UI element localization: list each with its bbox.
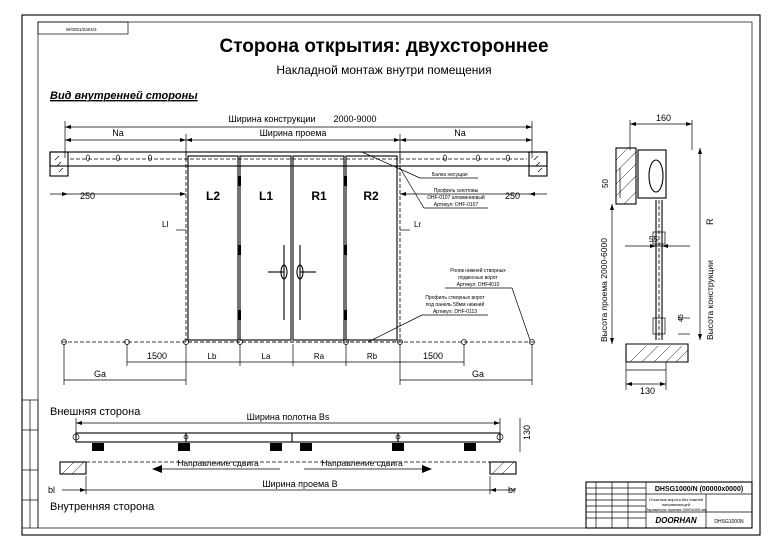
leaf-l2 (187, 155, 239, 341)
stamp-desc-2: направляющей (662, 502, 690, 507)
overall-width-label: Ширина конструкции (229, 114, 316, 124)
floor-right (489, 461, 517, 475)
title-stamp: DHSG1000/N (00000x0000) Откатные ворота … (585, 481, 753, 529)
side-r-label: R (705, 218, 715, 225)
callout-profile-top-3: Артикул: DHF-0107 (434, 202, 479, 208)
door-handles (268, 245, 316, 320)
front-view: Ширина конструкции 2000-9000 Na Ширина п… (49, 114, 548, 385)
dim-1500-right: 1500 (423, 351, 443, 361)
bracket-right (528, 151, 548, 177)
leaf-label-l1: L1 (259, 189, 273, 203)
floor (625, 343, 689, 363)
subtitle: Накладной монтаж внутри помещения (276, 63, 491, 77)
plan-dim-130: 130 (522, 425, 532, 440)
leaf-l1 (239, 155, 292, 341)
dim-lb: Lb (208, 352, 217, 361)
bracket-left (49, 151, 69, 177)
stamp-brand: DOORHAN (655, 516, 697, 525)
callout-roller-1: Ролик нижней створных (450, 267, 506, 274)
callout-roller-3: Артикул: DHF4010 (457, 282, 500, 288)
plan-panels (75, 432, 501, 443)
dim-rb: Rb (367, 352, 378, 361)
plan-opening-width: Ширина проема B (262, 479, 337, 489)
dim-ra: Ra (314, 352, 325, 361)
slide-dir-right: Направление сдвига (321, 458, 403, 468)
callout-beam: Балка несущая (432, 172, 468, 178)
side-beam (637, 149, 667, 199)
side-opening-height: Высота проема 2000-6000 (599, 238, 609, 342)
slide-dir-left: Направление сдвига (177, 458, 259, 468)
lr-label: Lr (414, 220, 421, 229)
stamp-code: DHSG1000/N (00000x0000) (655, 486, 743, 493)
ll-label: Ll (162, 220, 168, 229)
sheet-frame (21, 14, 761, 536)
inner-side-label: Внутренняя сторона (50, 501, 155, 513)
inner-frame (37, 21, 753, 529)
dim-bl: bl (48, 485, 55, 495)
leaf-width-label: Ширина полотна Bs (247, 412, 330, 422)
stamp-doc-no: DHSG1000N (714, 519, 744, 525)
side-construction-height: Высота конструкции (705, 260, 715, 340)
dim-250-right: 250 (505, 191, 520, 201)
dim-ga-left: Ga (94, 369, 106, 379)
na-right: Na (454, 128, 466, 138)
side-dim-130: 130 (640, 386, 655, 396)
leaf-label-l2: L2 (206, 189, 220, 203)
leaf-r2 (345, 155, 398, 341)
na-left: Na (112, 128, 124, 138)
dim-la: La (262, 352, 271, 361)
callout-profile-bot-1: Профиль створных ворот (425, 295, 485, 301)
side-roller (648, 159, 664, 193)
top-wall (615, 147, 637, 205)
floor-left (59, 461, 87, 475)
leaf-label-r2: R2 (363, 189, 379, 203)
outer-side-label: Внешняя сторона (50, 406, 141, 418)
side-dim-160: 160 (656, 113, 671, 123)
side-dim-55: 55 (649, 235, 658, 244)
main-title: Сторона открытия: двухстороннее (219, 36, 548, 57)
dim-250-left: 250 (80, 191, 95, 201)
callout-profile-bot-3: Артикул: DHF-0113 (433, 309, 477, 315)
stamp-desc-3: Параметры проема 0000x000 мм (645, 507, 707, 512)
dim-ga-right: Ga (472, 369, 484, 379)
callout-profile-top-1: Профиль скелтовы (434, 188, 479, 194)
dim-br: br (508, 485, 516, 495)
stamp-desc-1: Откатные ворота без нижней (649, 497, 703, 502)
leaf-r1 (292, 155, 345, 341)
callout-profile-bot-2: под панель 58мм нижний (426, 301, 485, 308)
overall-width-value: 2000-9000 (333, 114, 376, 124)
leaf-label-r1: R1 (311, 189, 327, 203)
side-dim-50: 50 (601, 179, 610, 188)
callout-profile-top-2: DHF-0107 алюминиевый (427, 194, 485, 201)
side-view: 160 50 55 Высота проема 2000-6000 (599, 113, 715, 396)
dim-1500-left: 1500 (147, 351, 167, 361)
code-box (37, 21, 129, 35)
callout-roller-2: подвесных ворот (458, 275, 498, 281)
opening-width-label: Ширина проема (260, 128, 327, 138)
code-small: W/0001/0304/3 (66, 27, 97, 32)
plan-view: Внешняя сторона Ширина полотна Bs (48, 406, 532, 513)
view-heading: Вид внутренней стороны (50, 90, 198, 102)
